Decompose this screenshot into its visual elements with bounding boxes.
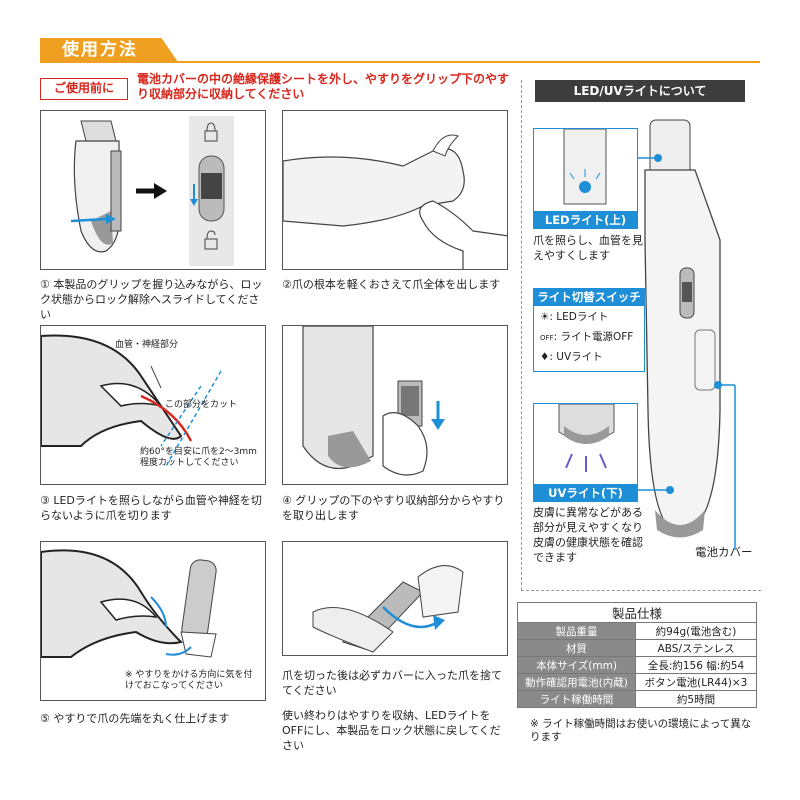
off-icon: OFF bbox=[540, 334, 554, 342]
lock-icon bbox=[204, 122, 218, 142]
led-tag: LEDライト(上) bbox=[533, 211, 638, 229]
prenote-text: 電池カバーの中の絶縁保護シートを外し、やすりをグリップ下のやすり収納部分に収納し… bbox=[137, 72, 510, 101]
uv-tag: UVライト(下) bbox=[533, 484, 638, 502]
step6-caption-1: 爪を切った後は必ずカバーに入った爪を捨ててください bbox=[282, 669, 502, 697]
led-sun-icon: ☀ bbox=[540, 311, 550, 323]
angle-label: 約60°を目安に爪を2〜3mm程度カットしてください bbox=[140, 447, 257, 468]
battery-cover-label: 電池カバー bbox=[695, 545, 753, 559]
section-title: 使用方法 bbox=[40, 38, 178, 62]
step3-caption: ③ LEDライトを照らしながら血管や神経を切らないように爪を切ります bbox=[40, 494, 262, 522]
step1-illustration bbox=[40, 110, 266, 270]
switch-off-row: OFF: ライト電源OFF bbox=[540, 331, 634, 343]
step2-caption: ②爪の根本を軽くおさえて爪全体を出します bbox=[282, 278, 501, 291]
step2-illustration bbox=[282, 110, 508, 270]
step6-illustration bbox=[282, 541, 508, 656]
spec-row: 製品重量約94g(電池含む) bbox=[517, 622, 757, 640]
vessel-label: 血管・神経部分 bbox=[115, 340, 179, 350]
step5-illustration bbox=[40, 541, 266, 701]
switch-led-row: ☀: LEDライト bbox=[540, 311, 609, 323]
uv-light-box bbox=[533, 403, 638, 493]
step6-caption-2: 使い終わりはやすりを収納、LEDライトをOFFにし、本製品をロック状態に戻してく… bbox=[282, 709, 501, 752]
uv-icon: ♦ bbox=[540, 351, 550, 363]
clipper-icon bbox=[73, 120, 122, 253]
title-divider bbox=[40, 61, 760, 63]
switch-tag: ライト切替スイッチ bbox=[533, 288, 645, 306]
light-section-header: LED/UVライトについて bbox=[535, 80, 745, 102]
spec-row: 本体サイズ(mm)全長:約156 幅:約54 bbox=[517, 656, 757, 674]
product-illustration bbox=[620, 119, 736, 550]
step1-caption: ① 本製品のグリップを握り込みながら、ロック状態からロック解除へスライドしてくだ… bbox=[40, 278, 263, 321]
switch-uv-row: ♦: UVライト bbox=[540, 351, 603, 363]
step3-illustration bbox=[40, 325, 266, 485]
section-divider bbox=[521, 590, 761, 591]
slide-arrow-icon bbox=[70, 217, 107, 223]
prenote-badge: ご使用前に bbox=[40, 78, 128, 100]
step5-caption: ⑤ やすりで爪の先端を丸く仕上げます bbox=[40, 712, 230, 725]
step4-illustration bbox=[282, 325, 508, 485]
spec-note: ※ ライト稼働時間はお使いの環境によって異なります bbox=[530, 718, 752, 743]
cut-label: この部分をカット bbox=[165, 400, 238, 410]
spec-row: ライト稼働時間約5時間 bbox=[517, 690, 757, 708]
curve-arrow-icon bbox=[433, 615, 445, 630]
down-arrow-icon bbox=[431, 419, 445, 430]
led-icon bbox=[579, 181, 591, 193]
spec-title: 製品仕様 bbox=[517, 602, 757, 623]
unlock-icon bbox=[204, 230, 218, 250]
uv-desc: 皮膚に異常などがある部分が見えやすくなり皮膚の健康状態を確認できます bbox=[533, 506, 643, 564]
file-note: ※ やすりをかける方向に気を付けておこなってください bbox=[125, 670, 253, 691]
spec-row: 動作確認用電池(内蔵)ボタン電池(LR44)×3 bbox=[517, 673, 757, 691]
led-desc: 爪を照らし、血管を見えやすくします bbox=[533, 234, 643, 262]
column-divider bbox=[521, 80, 522, 590]
step4-caption: ④ グリップの下のやすり収納部分からやすりを取り出します bbox=[282, 494, 505, 522]
right-arrow-icon bbox=[154, 183, 167, 199]
